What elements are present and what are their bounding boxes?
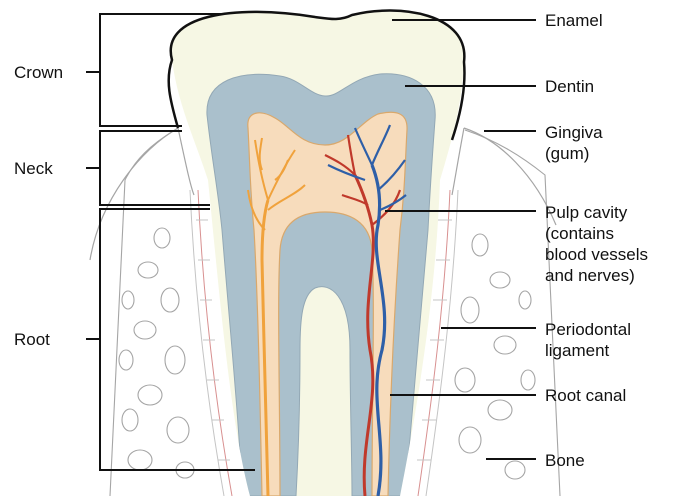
label-root-canal: Root canal [545,385,626,406]
label-root: Root [14,329,50,350]
label-neck: Neck [14,158,53,179]
tooth [169,11,465,496]
label-pulp-cavity: Pulp cavity (contains blood vessels and … [545,202,648,286]
label-crown: Crown [14,62,63,83]
label-enamel: Enamel [545,10,603,31]
label-bone: Bone [545,450,585,471]
label-dentin: Dentin [545,76,594,97]
label-periodontal-ligament: Periodontal ligament [545,319,631,361]
label-gingiva: Gingiva (gum) [545,122,603,164]
